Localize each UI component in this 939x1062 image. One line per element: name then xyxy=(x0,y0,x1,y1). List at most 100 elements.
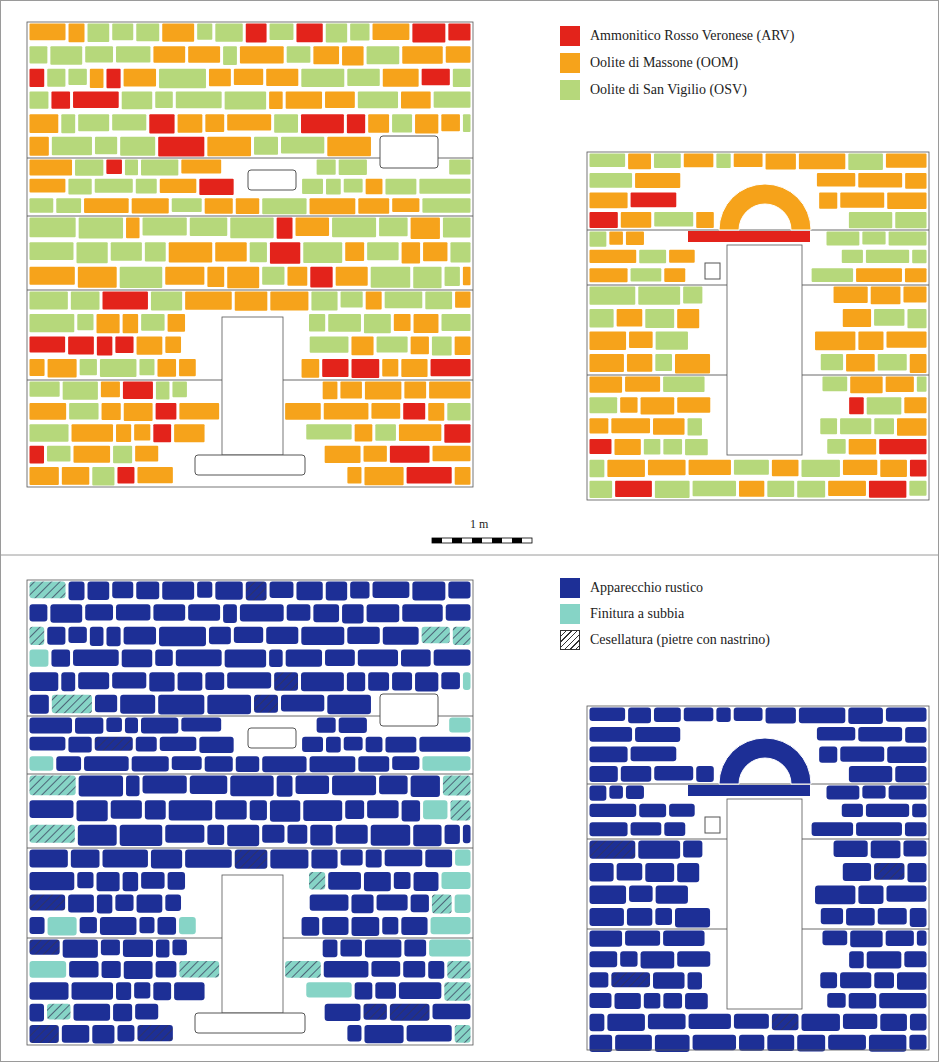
stone xyxy=(174,982,204,1000)
stone xyxy=(95,137,117,154)
stone xyxy=(287,825,307,844)
stone xyxy=(856,268,902,282)
stone xyxy=(95,737,133,751)
stone xyxy=(80,359,97,375)
stone xyxy=(772,1014,799,1030)
stone xyxy=(656,886,688,904)
stone xyxy=(429,940,470,957)
stone xyxy=(69,961,98,978)
opening xyxy=(380,694,438,726)
stone xyxy=(215,24,242,42)
stone xyxy=(766,708,796,724)
stone xyxy=(207,695,251,714)
stone xyxy=(801,460,839,477)
stone xyxy=(840,193,884,208)
stone xyxy=(428,961,444,979)
stone xyxy=(689,460,731,475)
stone xyxy=(157,359,176,377)
legend-swatch xyxy=(560,80,580,100)
stone xyxy=(826,232,859,246)
stone xyxy=(30,718,73,734)
stone xyxy=(302,359,320,378)
stone xyxy=(157,917,176,935)
stone xyxy=(165,267,204,285)
stone xyxy=(77,872,93,888)
stone xyxy=(301,672,344,691)
stone xyxy=(30,46,48,63)
stone xyxy=(47,1004,70,1020)
stone xyxy=(230,218,273,239)
stone xyxy=(827,993,845,1008)
stone xyxy=(246,24,267,43)
stone xyxy=(693,1035,736,1051)
stone xyxy=(347,627,379,644)
stone xyxy=(850,931,882,948)
stone xyxy=(115,895,133,911)
stone xyxy=(345,242,364,261)
stone xyxy=(441,672,460,689)
stone xyxy=(246,582,267,601)
stone xyxy=(63,382,98,400)
stone xyxy=(234,69,263,85)
stone xyxy=(30,179,66,193)
stone xyxy=(153,604,185,621)
opening xyxy=(705,817,720,833)
stone xyxy=(122,92,153,110)
stone xyxy=(867,397,902,414)
stone xyxy=(254,695,278,713)
stone xyxy=(345,800,364,819)
stone xyxy=(347,114,365,133)
course-line xyxy=(27,216,473,217)
stone xyxy=(78,267,117,288)
stone xyxy=(377,895,408,911)
stone xyxy=(165,337,181,353)
stone xyxy=(176,650,222,667)
stone xyxy=(677,309,699,328)
stone xyxy=(639,804,666,817)
stone xyxy=(347,467,361,483)
stone xyxy=(801,1014,839,1031)
stone xyxy=(867,951,902,968)
stone xyxy=(675,908,710,927)
stone xyxy=(151,292,182,311)
stone xyxy=(626,786,644,799)
stone xyxy=(227,825,259,846)
stone xyxy=(371,403,400,419)
stone xyxy=(135,1004,158,1020)
stone xyxy=(227,114,271,130)
stone xyxy=(350,582,369,599)
legend-swatch xyxy=(560,604,580,624)
stone xyxy=(609,786,623,799)
stone xyxy=(878,908,907,924)
stone xyxy=(303,242,342,263)
stone xyxy=(112,114,146,130)
stone xyxy=(621,212,651,228)
stone xyxy=(62,467,89,485)
stone xyxy=(30,627,45,645)
stone xyxy=(368,114,389,133)
stone xyxy=(367,242,398,260)
stone xyxy=(849,439,877,455)
stone xyxy=(419,179,470,194)
legend-swatch xyxy=(560,630,580,650)
stone xyxy=(411,337,429,355)
stone xyxy=(638,287,680,305)
stone xyxy=(207,137,251,156)
stone xyxy=(766,154,796,170)
stone xyxy=(30,825,75,843)
stone xyxy=(842,250,863,263)
scale-segment xyxy=(432,538,442,543)
stone xyxy=(124,403,153,421)
stone xyxy=(904,951,926,967)
stone xyxy=(61,672,75,691)
stone xyxy=(614,993,640,1009)
stone xyxy=(620,397,637,412)
stone xyxy=(342,46,364,65)
stone xyxy=(590,972,609,987)
stone xyxy=(590,332,627,351)
wall-outline xyxy=(587,152,929,500)
stone xyxy=(799,154,845,170)
stone xyxy=(309,872,325,890)
stone xyxy=(590,354,624,372)
lintel xyxy=(688,785,810,796)
